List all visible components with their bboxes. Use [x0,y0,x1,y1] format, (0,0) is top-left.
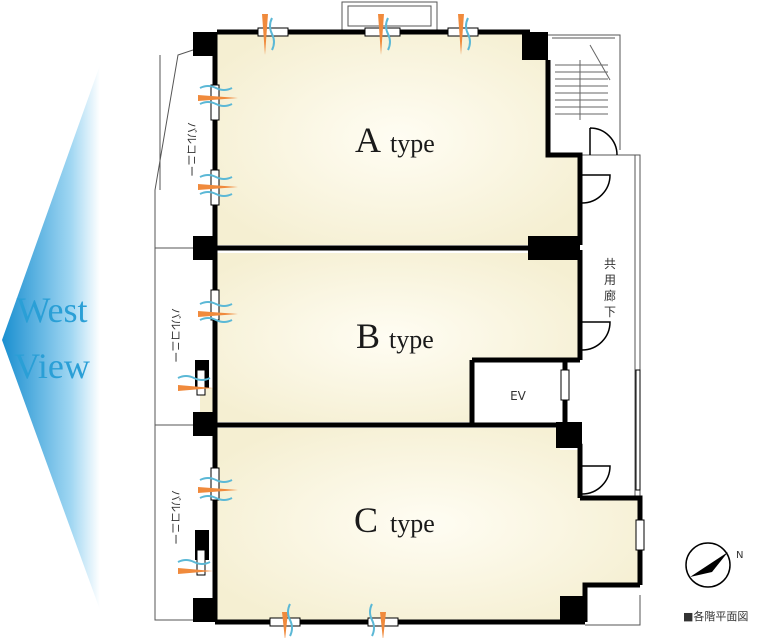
unit-c-word: type [390,509,435,538]
balcony-label-b: バルコニー [169,308,182,363]
elevator-label: EV [510,389,527,403]
corridor-char-4: 下 [604,305,616,319]
unit-b-letter: B [356,316,380,356]
view-title-line1: West [16,290,87,330]
compass-icon: N [685,542,743,588]
unit-a-letter: A [355,120,381,160]
unit-floors [200,32,638,620]
thin-outlines [154,1,641,626]
balcony-label-a: バルコニー [185,122,198,177]
corridor-char-3: 廊 [604,288,616,303]
compass-letter: N [736,550,743,561]
balcony-label-c: バルコニー [169,490,182,545]
columns [193,32,586,622]
west-view-arrow [2,65,100,610]
wind-icons [177,17,471,637]
legend-label: ■各階平面図 [683,609,748,623]
corridor-char-1: 共 [604,257,616,271]
unit-a-floor [217,32,580,245]
corridor-label: 共 用 廊 下 [604,257,616,319]
corridor-char-2: 用 [604,273,616,287]
doors [581,127,618,495]
sunlight-triangles [178,14,464,638]
unit-a-word: type [390,129,435,158]
stair-icon [555,44,611,120]
unit-b-word: type [389,325,434,354]
unit-c-floor [217,428,638,620]
unit-c-letter: C [354,500,378,540]
view-title-line2: View [14,346,90,386]
unit-b-floor [200,253,580,422]
